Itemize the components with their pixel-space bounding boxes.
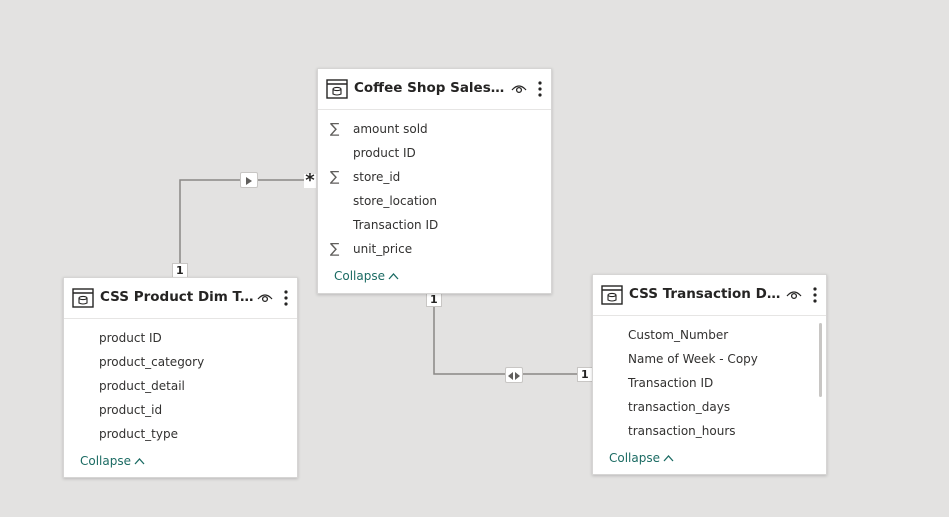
field-name: transaction_hours xyxy=(628,424,736,438)
eye-icon[interactable] xyxy=(510,81,528,97)
eye-icon[interactable] xyxy=(256,290,274,306)
table-title: CSS Product Dim Table xyxy=(100,289,254,305)
table-card-header[interactable]: Coffee Shop Sales Fac... xyxy=(318,69,551,110)
collapse-label: Collapse xyxy=(609,451,660,465)
one-cardinality-label: 1 xyxy=(426,292,442,307)
field-name: amount sold xyxy=(353,122,428,136)
table-card-header[interactable]: CSS Product Dim Table xyxy=(64,278,297,319)
field-item[interactable]: ∑ amount sold xyxy=(318,117,551,141)
chevron-up-icon xyxy=(134,454,145,468)
table-card-header[interactable]: CSS Transaction Dim ... xyxy=(593,275,826,316)
collapse-button[interactable]: Collapse xyxy=(80,454,145,468)
field-item[interactable]: Name of Week - Copy xyxy=(593,347,826,371)
field-name: transaction_days xyxy=(628,400,731,414)
sum-icon: ∑ xyxy=(330,121,340,137)
field-list: product ID product_category product_deta… xyxy=(64,326,297,446)
field-item[interactable]: product_category xyxy=(64,350,297,374)
collapse-button[interactable]: Collapse xyxy=(334,269,399,283)
field-item[interactable]: transaction_hours xyxy=(593,419,826,443)
more-options-icon[interactable] xyxy=(811,286,819,304)
field-item[interactable]: store_location xyxy=(318,189,551,213)
field-item[interactable]: product_id xyxy=(64,398,297,422)
table-title: Coffee Shop Sales Fac... xyxy=(354,80,508,96)
field-name: product ID xyxy=(353,146,416,160)
table-card-css-transaction-dim[interactable]: CSS Transaction Dim ... Custom_Number Na… xyxy=(592,274,827,475)
chevron-up-icon xyxy=(663,451,674,465)
more-options-icon[interactable] xyxy=(536,80,544,98)
single-direction-arrow-icon[interactable] xyxy=(240,172,258,188)
field-name: store_id xyxy=(353,170,401,184)
eye-icon[interactable] xyxy=(785,287,803,303)
table-icon xyxy=(72,287,94,309)
field-list: Custom_Number Name of Week - Copy Transa… xyxy=(593,323,826,443)
field-name: Transaction ID xyxy=(353,218,439,232)
collapse-label: Collapse xyxy=(80,454,131,468)
field-item[interactable]: transaction_days xyxy=(593,395,826,419)
field-name: store_location xyxy=(353,194,437,208)
field-name: unit_price xyxy=(353,242,413,256)
field-item[interactable]: ∑ store_id xyxy=(318,165,551,189)
field-item[interactable]: Transaction ID xyxy=(318,213,551,237)
field-name: Name of Week - Copy xyxy=(628,352,758,366)
many-cardinality-label: * xyxy=(304,170,316,191)
chevron-up-icon xyxy=(388,269,399,283)
field-item[interactable]: Custom_Number xyxy=(593,323,826,347)
sum-icon: ∑ xyxy=(330,241,340,257)
field-item[interactable]: product_detail xyxy=(64,374,297,398)
field-name: product_type xyxy=(99,427,178,441)
field-name: Custom_Number xyxy=(628,328,729,342)
field-item[interactable]: ∑ unit_price xyxy=(318,237,551,261)
field-list: ∑ amount sold product ID ∑ store_id store_… xyxy=(318,117,551,261)
both-directions-arrow-icon[interactable] xyxy=(505,367,523,383)
one-cardinality-label: 1 xyxy=(172,263,188,278)
field-name: Transaction ID xyxy=(628,376,714,390)
field-name: product ID xyxy=(99,331,162,345)
relationship-line-product-fact[interactable] xyxy=(179,179,306,278)
field-list-scrollbar[interactable] xyxy=(819,323,822,397)
field-item[interactable]: product ID xyxy=(318,141,551,165)
table-card-css-product-dim-table[interactable]: CSS Product Dim Table product ID product… xyxy=(63,277,298,478)
one-cardinality-label: 1 xyxy=(577,367,593,382)
field-item[interactable]: product_type xyxy=(64,422,297,446)
table-icon xyxy=(326,78,348,100)
collapse-button[interactable]: Collapse xyxy=(609,451,674,465)
sum-icon: ∑ xyxy=(330,169,340,185)
more-options-icon[interactable] xyxy=(282,289,290,307)
field-item[interactable]: Transaction ID xyxy=(593,371,826,395)
table-title: CSS Transaction Dim ... xyxy=(629,286,783,302)
table-icon xyxy=(601,284,623,306)
field-name: product_detail xyxy=(99,379,185,393)
table-card-coffee-shop-sales-fact[interactable]: Coffee Shop Sales Fac... ∑ amount sold pr… xyxy=(317,68,552,294)
relationship-line-fact-transaction[interactable] xyxy=(433,292,582,375)
field-item[interactable]: product ID xyxy=(64,326,297,350)
field-name: product_category xyxy=(99,355,205,369)
field-name: product_id xyxy=(99,403,163,417)
collapse-label: Collapse xyxy=(334,269,385,283)
